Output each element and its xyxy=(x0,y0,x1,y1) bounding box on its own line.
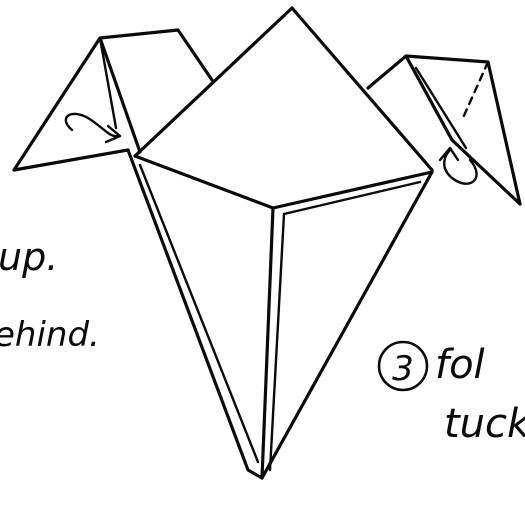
right-note-line1: fol xyxy=(435,342,485,388)
model-body xyxy=(128,150,432,478)
fold-arrow-right xyxy=(440,148,477,184)
left-note-line2: ehind. xyxy=(0,315,100,355)
left-wing xyxy=(14,30,212,170)
left-note-line1: up. xyxy=(0,235,58,279)
step-3-marker: 3 xyxy=(379,342,427,390)
right-note-line2: tuck xyxy=(444,401,525,447)
step-number: 3 xyxy=(392,349,414,389)
fold-arrow-left xyxy=(66,114,120,142)
